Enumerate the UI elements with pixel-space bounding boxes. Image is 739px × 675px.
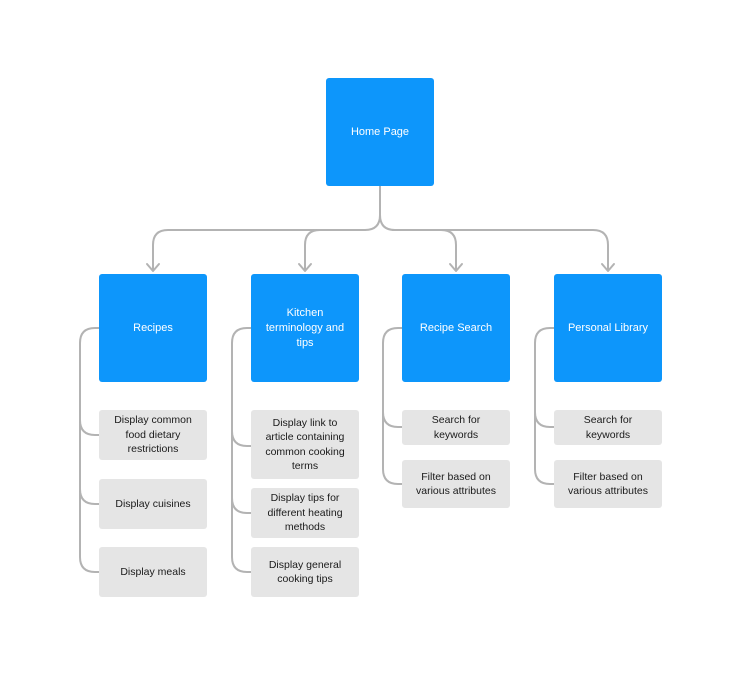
- arrowhead-search: [449, 263, 463, 272]
- recipe-search-label: Recipe Search: [419, 321, 493, 334]
- connector-library-item-1: [534, 411, 555, 428]
- arrowhead-library: [601, 263, 615, 272]
- item-label: Filter based on various attributes: [568, 470, 648, 498]
- personal-library-node: Personal Library: [554, 274, 662, 382]
- recipes-node: Recipes: [99, 274, 207, 382]
- kitchen-terminology-label: Kitchen terminology and tips: [265, 306, 345, 349]
- personal-library-label: Personal Library: [567, 321, 649, 334]
- item-label: Filter based on various attributes: [416, 470, 496, 498]
- connector-library-rail: [534, 327, 555, 485]
- recipes-item-meals: Display meals: [99, 547, 207, 597]
- item-label: Display cuisines: [115, 497, 191, 510]
- connector-root-trunk: [152, 185, 381, 271]
- recipes-item-dietary-restrictions: Display common food dietary restrictions: [99, 410, 207, 460]
- connector-recipes-item-1: [79, 419, 100, 436]
- item-label: Search for keywords: [431, 414, 481, 441]
- connector-root-to-library: [440, 229, 609, 271]
- connector-search-item-1: [382, 411, 403, 428]
- item-label: Display tips for different heating metho…: [267, 492, 343, 534]
- recipes-item-cuisines: Display cuisines: [99, 479, 207, 529]
- connector-root-to-search: [379, 214, 457, 271]
- item-label: Display meals: [120, 565, 186, 578]
- connector-kitchen-item-2: [231, 497, 252, 514]
- kitchen-item-heating-methods: Display tips for different heating metho…: [251, 488, 359, 538]
- connector-kitchen-rail: [231, 327, 252, 573]
- search-item-keywords: Search for keywords: [402, 410, 510, 445]
- search-item-filter-attributes: Filter based on various attributes: [402, 460, 510, 508]
- connector-recipes-item-2: [79, 488, 100, 505]
- arrowhead-kitchen: [298, 263, 312, 272]
- library-item-filter-attributes: Filter based on various attributes: [554, 460, 662, 508]
- connector-search-rail: [382, 327, 403, 485]
- item-label: Display common food dietary restrictions: [114, 414, 192, 456]
- connector-recipes-rail: [79, 327, 100, 573]
- item-label: Display link to article containing commo…: [265, 416, 345, 473]
- home-page-node: Home Page: [326, 78, 434, 186]
- kitchen-terminology-node: Kitchen terminology and tips: [251, 274, 359, 382]
- home-page-label: Home Page: [350, 125, 410, 138]
- item-label: Search for keywords: [583, 414, 633, 441]
- library-item-keywords: Search for keywords: [554, 410, 662, 445]
- connector-root-to-kitchen: [304, 229, 366, 271]
- recipe-search-node: Recipe Search: [402, 274, 510, 382]
- arrowhead-recipes: [146, 263, 160, 272]
- kitchen-item-general-tips: Display general cooking tips: [251, 547, 359, 597]
- connector-kitchen-item-1: [231, 430, 252, 447]
- item-label: Display general cooking tips: [268, 558, 342, 586]
- recipes-label: Recipes: [133, 321, 173, 334]
- kitchen-item-cooking-terms-article: Display link to article containing commo…: [251, 410, 359, 479]
